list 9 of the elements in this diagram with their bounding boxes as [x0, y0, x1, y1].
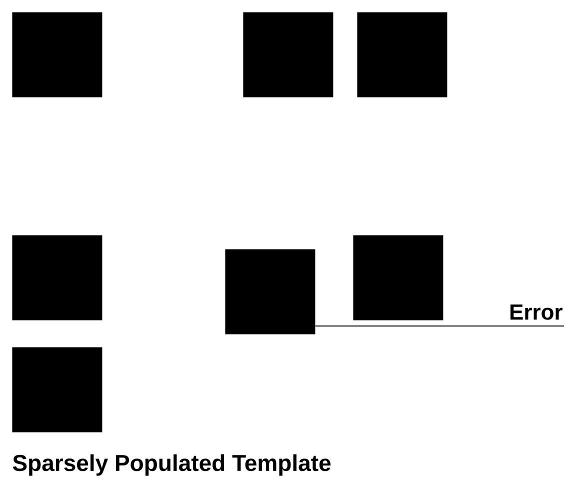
- square: [353, 235, 444, 320]
- square: [12, 12, 102, 98]
- square: [225, 249, 316, 334]
- error-label: Error: [510, 304, 562, 320]
- square: [357, 12, 448, 98]
- square: [243, 12, 334, 98]
- square: [12, 235, 102, 320]
- square: [12, 347, 102, 432]
- title: Sparsely Populated Template: [12, 454, 331, 476]
